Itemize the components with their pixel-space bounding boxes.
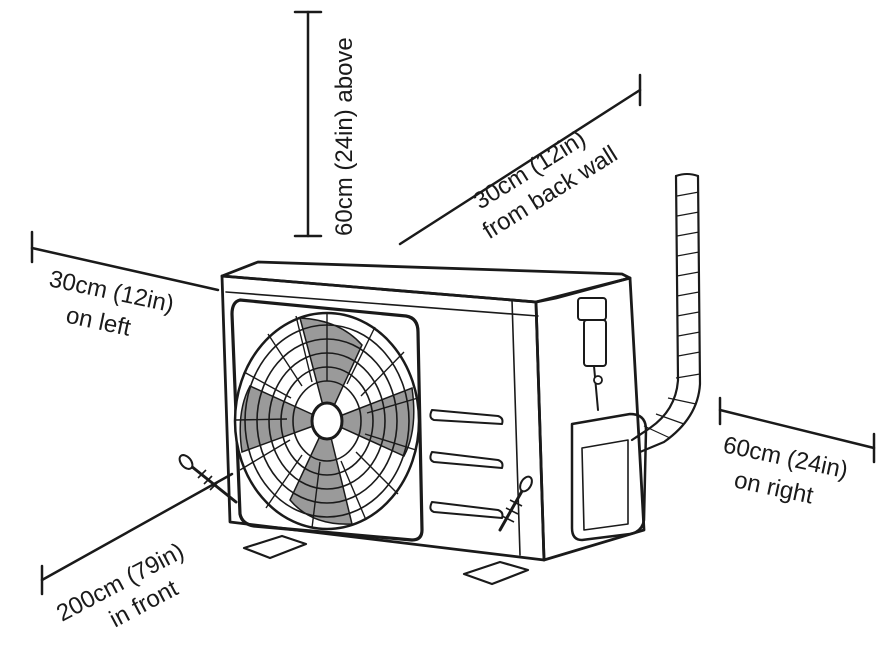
fan	[233, 311, 421, 531]
label-right: 60cm (24in) on right	[721, 431, 851, 509]
terminal-cover	[570, 412, 648, 542]
anchor-bolt-right	[498, 475, 533, 532]
fan-grille-frame	[230, 298, 424, 542]
anchor-bolt-left	[178, 454, 238, 504]
outdoor-unit	[220, 260, 648, 586]
service-valve	[577, 297, 607, 411]
label-above: 60cm (24in) above	[331, 37, 358, 236]
unit-side-face	[534, 276, 646, 562]
dimension-left	[30, 230, 220, 292]
label-left: 30cm (12in) on left	[47, 265, 177, 341]
unit-feet	[242, 534, 530, 586]
dimension-right	[718, 396, 876, 464]
label-front: 200cm (79in) in front	[52, 538, 188, 633]
fan-hub	[310, 401, 344, 441]
dimension-back-wall	[398, 73, 642, 246]
dimension-front	[40, 472, 234, 596]
vent-slots	[429, 409, 504, 519]
dimension-above	[293, 10, 323, 238]
pipe-conduit	[630, 173, 702, 454]
label-back-wall: 30cm (12in) from back wall	[469, 125, 622, 245]
